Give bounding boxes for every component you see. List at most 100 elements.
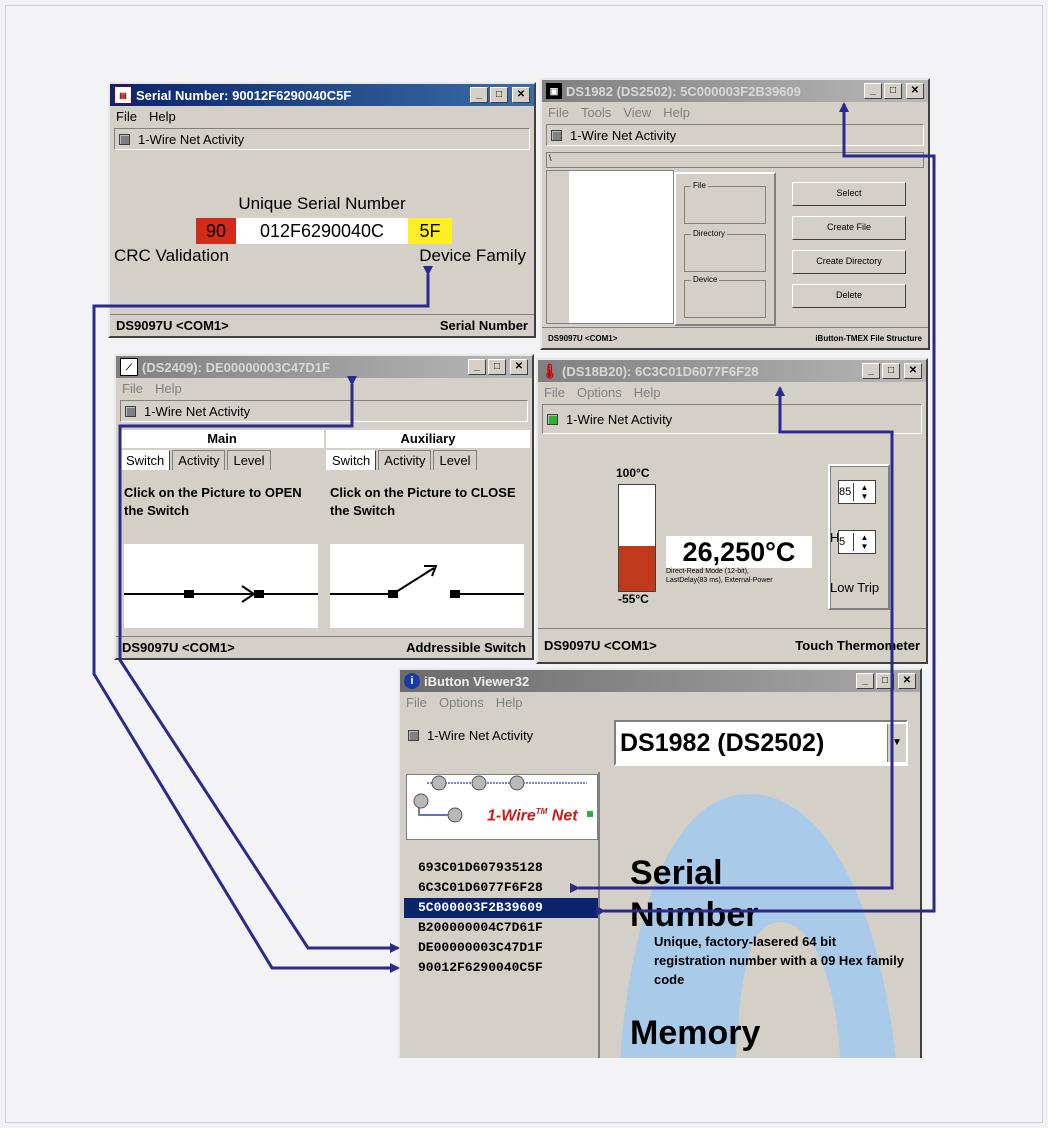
tab-switch[interactable]: Switch <box>120 450 171 470</box>
serial-window-titlebar[interactable]: ▤ Serial Number: 90012F6290040C5F _ □ ✕ <box>110 84 534 106</box>
close-button[interactable]: ✕ <box>906 83 924 99</box>
switch-icon: ⟋ <box>120 358 138 376</box>
app-icon: ▤ <box>114 86 132 104</box>
tab-switch[interactable]: Switch <box>326 450 377 470</box>
main-switch-picture[interactable] <box>124 544 318 628</box>
menubar: File Options Help <box>400 692 920 712</box>
status-bar: DS9097U <COM1> Touch Thermometer <box>538 628 926 662</box>
thermometer-icon: 🌡 <box>541 362 559 379</box>
low-trip-spinner[interactable]: 5 ▲▼ <box>838 530 876 554</box>
device-type-select[interactable]: DS1982 (DS2502) ▼ <box>614 720 908 766</box>
thermometer-fill <box>619 546 655 591</box>
menu-help[interactable]: Help <box>633 384 661 400</box>
tab-level[interactable]: Level <box>433 450 477 470</box>
group-directory: Directory <box>684 229 766 272</box>
list-item[interactable]: 5C000003F2B39609 <box>404 898 598 918</box>
menubar: File Options Help <box>538 382 926 402</box>
delete-button[interactable]: Delete <box>792 284 906 308</box>
high-trip-spinner[interactable]: 85 ▲▼ <box>838 480 876 504</box>
menu-tools[interactable]: Tools <box>580 104 612 120</box>
close-button[interactable]: ✕ <box>898 673 916 689</box>
net-activity-label: 1-Wire Net Activity <box>138 131 245 147</box>
net-activity-led <box>408 729 419 741</box>
list-item[interactable]: B200000004C7D61F <box>418 920 543 935</box>
status-port: DS9097U <COM1> <box>548 333 618 343</box>
device-list[interactable]: 693C01D607935128 6C3C01D6077F6F28 5C0000… <box>404 858 598 978</box>
list-item[interactable]: 90012F6290040C5F <box>418 960 543 975</box>
serial-middle: 012F6290040C <box>236 218 408 244</box>
net-activity-led <box>551 129 562 141</box>
menu-help[interactable]: Help <box>154 380 182 396</box>
menu-file[interactable]: File <box>116 108 137 124</box>
net-activity-led <box>125 405 136 417</box>
close-button[interactable]: ✕ <box>512 87 530 103</box>
spinner-arrows-icon[interactable]: ▲▼ <box>853 533 875 551</box>
menu-options[interactable]: Options <box>576 384 622 400</box>
temperature-value: 26,250°C <box>682 537 796 567</box>
spinner-arrows-icon[interactable]: ▲▼ <box>853 483 875 501</box>
viewer-window-titlebar[interactable]: i iButton Viewer32 _ □ ✕ <box>400 670 920 692</box>
menu-file[interactable]: File <box>406 694 427 710</box>
menu-help[interactable]: Help <box>663 104 691 120</box>
menu-view[interactable]: View <box>623 104 652 120</box>
tab-activity[interactable]: Activity <box>172 450 226 470</box>
status-port: DS9097U <COM1> <box>122 640 235 655</box>
menu-file[interactable]: File <box>548 104 569 120</box>
list-item[interactable]: 693C01D607935128 <box>418 860 543 875</box>
close-button[interactable]: ✕ <box>510 359 528 375</box>
close-button[interactable]: ✕ <box>904 363 922 379</box>
list-item[interactable]: DE00000003C47D1F <box>418 940 543 955</box>
ds18b20-window-titlebar[interactable]: 🌡 (DS18B20): 6C3C01D6077F6F28 _ □ ✕ <box>538 360 926 382</box>
info-description: Unique, factory-lasered 64 bit registrat… <box>654 934 904 987</box>
mode-line-1: Direct-Read Mode (12-bit), <box>666 568 749 575</box>
create-directory-button[interactable]: Create Directory <box>792 250 906 274</box>
create-file-button[interactable]: Create File <box>792 216 906 240</box>
net-activity-led <box>119 133 130 145</box>
net-activity-label: 1-Wire Net Activity <box>570 127 677 143</box>
menu-help[interactable]: Help <box>495 694 523 710</box>
ds1982-window: ▣ DS1982 (DS2502): 5C000003F2B39609 _ □ … <box>540 78 930 350</box>
net-activity-led <box>547 413 558 425</box>
net-activity-label: 1-Wire Net Activity <box>566 411 673 427</box>
status-app: Addressible Switch <box>406 640 526 655</box>
minimize-button[interactable]: _ <box>856 673 874 689</box>
menu-file[interactable]: File <box>544 384 565 400</box>
file-tree-pane[interactable] <box>546 170 674 324</box>
ds2409-window-titlebar[interactable]: ⟋ (DS2409): DE00000003C47D1F _ □ ✕ <box>116 356 532 378</box>
path-bar: \ <box>546 152 924 168</box>
net-activity-label: 1-Wire Net Activity <box>144 403 251 419</box>
tab-activity[interactable]: Activity <box>378 450 432 470</box>
aux-heading: Auxiliary <box>326 430 530 448</box>
status-port: DS9097U <COM1> <box>544 638 657 653</box>
menubar: File Help <box>110 106 534 126</box>
window-title: Serial Number: 90012F6290040C5F <box>136 87 352 103</box>
main-heading: Main <box>120 430 324 448</box>
aux-switch-picture[interactable] <box>330 544 524 628</box>
serial-number-display: 90 012F6290040C 5F <box>196 218 452 244</box>
window-title: iButton Viewer32 <box>424 673 530 689</box>
minimize-button[interactable]: _ <box>470 87 488 103</box>
temperature-display: 26,250°C <box>666 536 812 568</box>
menu-options[interactable]: Options <box>438 694 484 710</box>
chevron-down-icon[interactable]: ▼ <box>887 724 906 762</box>
maximize-button[interactable]: □ <box>490 87 508 103</box>
aux-tabs: Switch Activity Level <box>326 450 530 470</box>
status-app: iButton-TMEX File Structure <box>815 333 922 343</box>
select-button[interactable]: Select <box>792 182 906 206</box>
tab-level[interactable]: Level <box>227 450 271 470</box>
maximize-button[interactable]: □ <box>488 359 506 375</box>
status-app: Serial Number <box>439 318 528 333</box>
ds1982-window-titlebar[interactable]: ▣ DS1982 (DS2502): 5C000003F2B39609 _ □ … <box>542 80 928 102</box>
minimize-button[interactable]: _ <box>862 363 880 379</box>
crc-byte: 90 <box>196 218 236 244</box>
minimize-button[interactable]: _ <box>864 83 882 99</box>
menu-help[interactable]: Help <box>148 108 176 124</box>
family-byte: 5F <box>408 218 452 244</box>
maximize-button[interactable]: □ <box>884 83 902 99</box>
maximize-button[interactable]: □ <box>876 673 894 689</box>
maximize-button[interactable]: □ <box>882 363 900 379</box>
menu-file[interactable]: File <box>122 380 143 396</box>
window-title: (DS18B20): 6C3C01D6077F6F28 <box>562 363 759 379</box>
minimize-button[interactable]: _ <box>468 359 486 375</box>
list-item[interactable]: 6C3C01D6077F6F28 <box>418 880 543 895</box>
